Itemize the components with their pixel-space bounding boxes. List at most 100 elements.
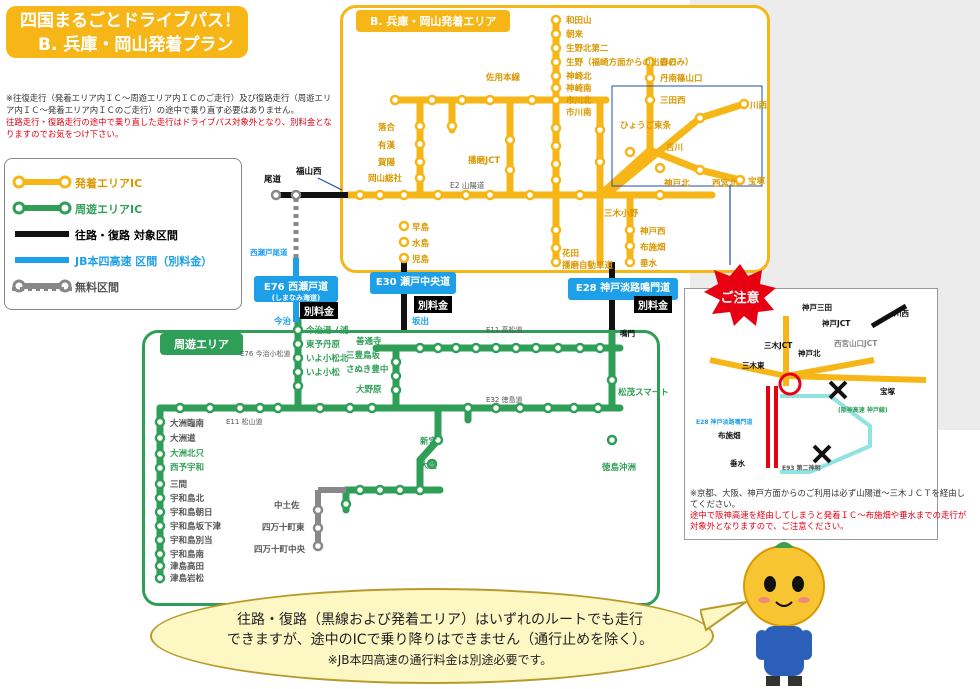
legend-route-label: 往路・復路 対象区間 (75, 229, 178, 242)
ic-harima-expy: 播磨自動車道 (562, 260, 614, 271)
gate-e28[interactable]: E28 神戸淡路鳴門道 (568, 278, 678, 300)
legend-free-symbol (12, 279, 72, 293)
ic-tsushima-iwamatsu: 津島岩松 (170, 573, 205, 584)
ic-yoshikawa: 吉川 (666, 142, 683, 153)
gate-e76-fee: 別料金 (300, 302, 338, 319)
caution-nishinomiya-jct: 西宮山口JCT (834, 338, 878, 348)
start-zone-label: B. 兵庫・岡山発着エリア (356, 10, 511, 32)
fukuyama-arrow (317, 177, 343, 191)
ic-tarumi: 垂水 (640, 258, 658, 269)
legend-start-label: 発着エリアIC (75, 177, 143, 190)
ic-ichikawa-n: 市川北 (566, 95, 592, 106)
conn-naruto: 鳴門 (620, 328, 635, 338)
ic-hanada: 花田 (562, 248, 579, 259)
ic-uwajima-asahi: 宇和島朝日 (170, 507, 213, 518)
caution-kobe-sanda: 神戸三田 (802, 302, 832, 312)
ic-uwajima-betto: 宇和島別当 (170, 535, 213, 546)
caution-hanshin: (阪神高速 神戸線) (838, 406, 888, 414)
caution-map: 神戸三田 神戸JCT 三木東 三木JCT 神戸北 西宮山口JCT 宝塚 川西 布… (696, 302, 927, 474)
legend-route: 往路・復路 対象区間 (5, 223, 241, 245)
caution-kawanishi: 川西 (893, 309, 909, 318)
caution-badge-text: ご注意 (720, 290, 759, 306)
gate-e30[interactable]: E30 瀬戸中央道 (370, 272, 456, 294)
bubble-line3: ※JB本四高速の通行料金は別途必要です。 (327, 653, 553, 667)
ic-kanzaki-s: 神崎南 (566, 83, 592, 94)
caution-e93: E93 第二神明 (782, 464, 821, 472)
ic-ozu-rinnan: 大洲臨南 (170, 418, 205, 429)
free-roads (315, 487, 346, 548)
label-e11: E11 松山道 (226, 417, 263, 426)
caution-fusehata: 布施畑 (718, 430, 741, 440)
plan-title: 四国まるごとドライブパス！ B. 兵庫・岡山発着プラン (6, 6, 248, 58)
route-note-text: ※往復走行（発着エリア内ＩＣ〜周遊エリア内ＩＣのご走行）及び復路走行（周遊エリア… (6, 93, 332, 115)
conn-fukuyama: 福山西 (295, 166, 322, 177)
label-e11b: E11 高松道 (486, 325, 523, 334)
ic-ozu-do: 大洲道 (170, 433, 196, 444)
ic-shimanto-higashi: 四万十町東 (262, 522, 305, 533)
speech-bubble (150, 588, 714, 684)
ic-seiyo-uwa: 西予宇和 (170, 462, 204, 473)
gate-e76-name: E76 西瀬戸道 (263, 282, 329, 293)
around-zone-label: 周遊エリア (160, 333, 243, 355)
legend-start-ic: 発着エリアIC (5, 171, 241, 193)
mascot-image (743, 542, 825, 686)
title-line1: 四国まるごとドライブパス！ (20, 11, 241, 31)
ic-sayou-jct: 播磨JCT (468, 155, 500, 166)
conn-sakaide: 坂出 (412, 316, 429, 327)
caution-takarazuka: 宝塚 (880, 386, 895, 396)
ic-miki-ono: 三木小野 (604, 208, 639, 219)
ic-kobe-kita: 神戸北 (664, 178, 690, 189)
ic-mima: 三間 (170, 480, 187, 490)
ic-ochiai: 落合 (378, 122, 396, 133)
gate-e28-fee: 別料金 (634, 296, 672, 313)
ic-kojima: 児島 (411, 254, 430, 265)
legend-free-dotted (12, 287, 72, 291)
ic-ukan: 有漢 (378, 140, 396, 151)
caution-badge: ご注意 (704, 264, 776, 326)
ic-tsushima-takada: 津島高田 (170, 561, 204, 572)
around-ic-nodes (154, 324, 618, 584)
ic-uwajima-kita: 宇和島北 (170, 493, 205, 504)
ic-wadayama: 和田山 (566, 15, 592, 26)
label-e76: E76 今治小松道 (240, 349, 291, 358)
caution-note-warning: 途中で阪神高速を経由してしまうと発着ＩＣ〜布施畑や垂水までの走行が対象外となりま… (690, 510, 967, 531)
legend-free-label: 無料区間 (75, 281, 119, 294)
ic-kawanishi: 川西 (749, 101, 768, 111)
ic-matsushige: 松茂スマート (618, 387, 669, 398)
conn-nishiseto: 西瀬戸尾道 (250, 247, 288, 257)
ic-mizushima: 水島 (411, 238, 430, 249)
ic-shimanto-chuo: 四万十町中央 (254, 544, 306, 555)
caution-tarumi: 垂水 (730, 458, 745, 468)
ic-otoyo: 大豊 (420, 460, 438, 471)
conn-imabari: 今治 (273, 316, 292, 327)
e2-label: E2 山陽道 (450, 180, 485, 190)
ic-onohara: 大野原 (356, 384, 382, 395)
legend-start-symbol (12, 175, 72, 189)
caution-kobe-kita: 神戸北 (798, 348, 821, 358)
caution-miki-higashi: 三木東 (742, 360, 765, 370)
ic-tokushima-okinosu: 徳島沖洲 (601, 462, 636, 473)
start-zone-text: 和田山 朝来 生野北第二 生野（福崎方面からの出口のみ） 神崎北 神崎南 市川北… (368, 15, 768, 271)
ic-sayo-honsen: 佐用本線 (485, 72, 521, 83)
ic-fusehata: 布施畑 (639, 242, 666, 253)
legend-around-label: 周遊エリアIC (75, 203, 143, 216)
caution-e28: E28 神戸淡路鳴門道 (696, 418, 753, 426)
gate-e76[interactable]: E76 西瀬戸道 (しまなみ海道) (254, 276, 338, 302)
gate-e76-sub: (しまなみ海道) (271, 294, 321, 302)
ic-kanzaki-n: 神崎北 (566, 71, 592, 82)
legend-jb-label: JB本四高速 区間（別料金） (75, 255, 213, 268)
caution-box (684, 288, 938, 540)
ic-asago: 朝来 (566, 29, 584, 40)
legend-route-symbol (15, 231, 69, 237)
conn-onomichi: 尾道 (263, 174, 282, 185)
ic-uwajima-minami: 宇和島南 (170, 549, 205, 560)
ic-tannan: 丹南篠山口 (660, 73, 703, 84)
legend-around-symbol (12, 201, 72, 215)
ic-zentsuji: 善通寺 (356, 336, 382, 347)
legend: 発着エリアIC 周遊エリアIC 往路・復路 対象区間 JB本四高速 区間（別料金… (4, 158, 242, 310)
bubble-tail (700, 601, 747, 632)
label-e32: E32 徳島道 (486, 395, 523, 404)
route-note-warning: 往路走行・復路走行の途中で乗り直した走行はドライブパス対象外となり、別料金となり… (6, 117, 332, 139)
caution-focus-rect (611, 85, 763, 187)
